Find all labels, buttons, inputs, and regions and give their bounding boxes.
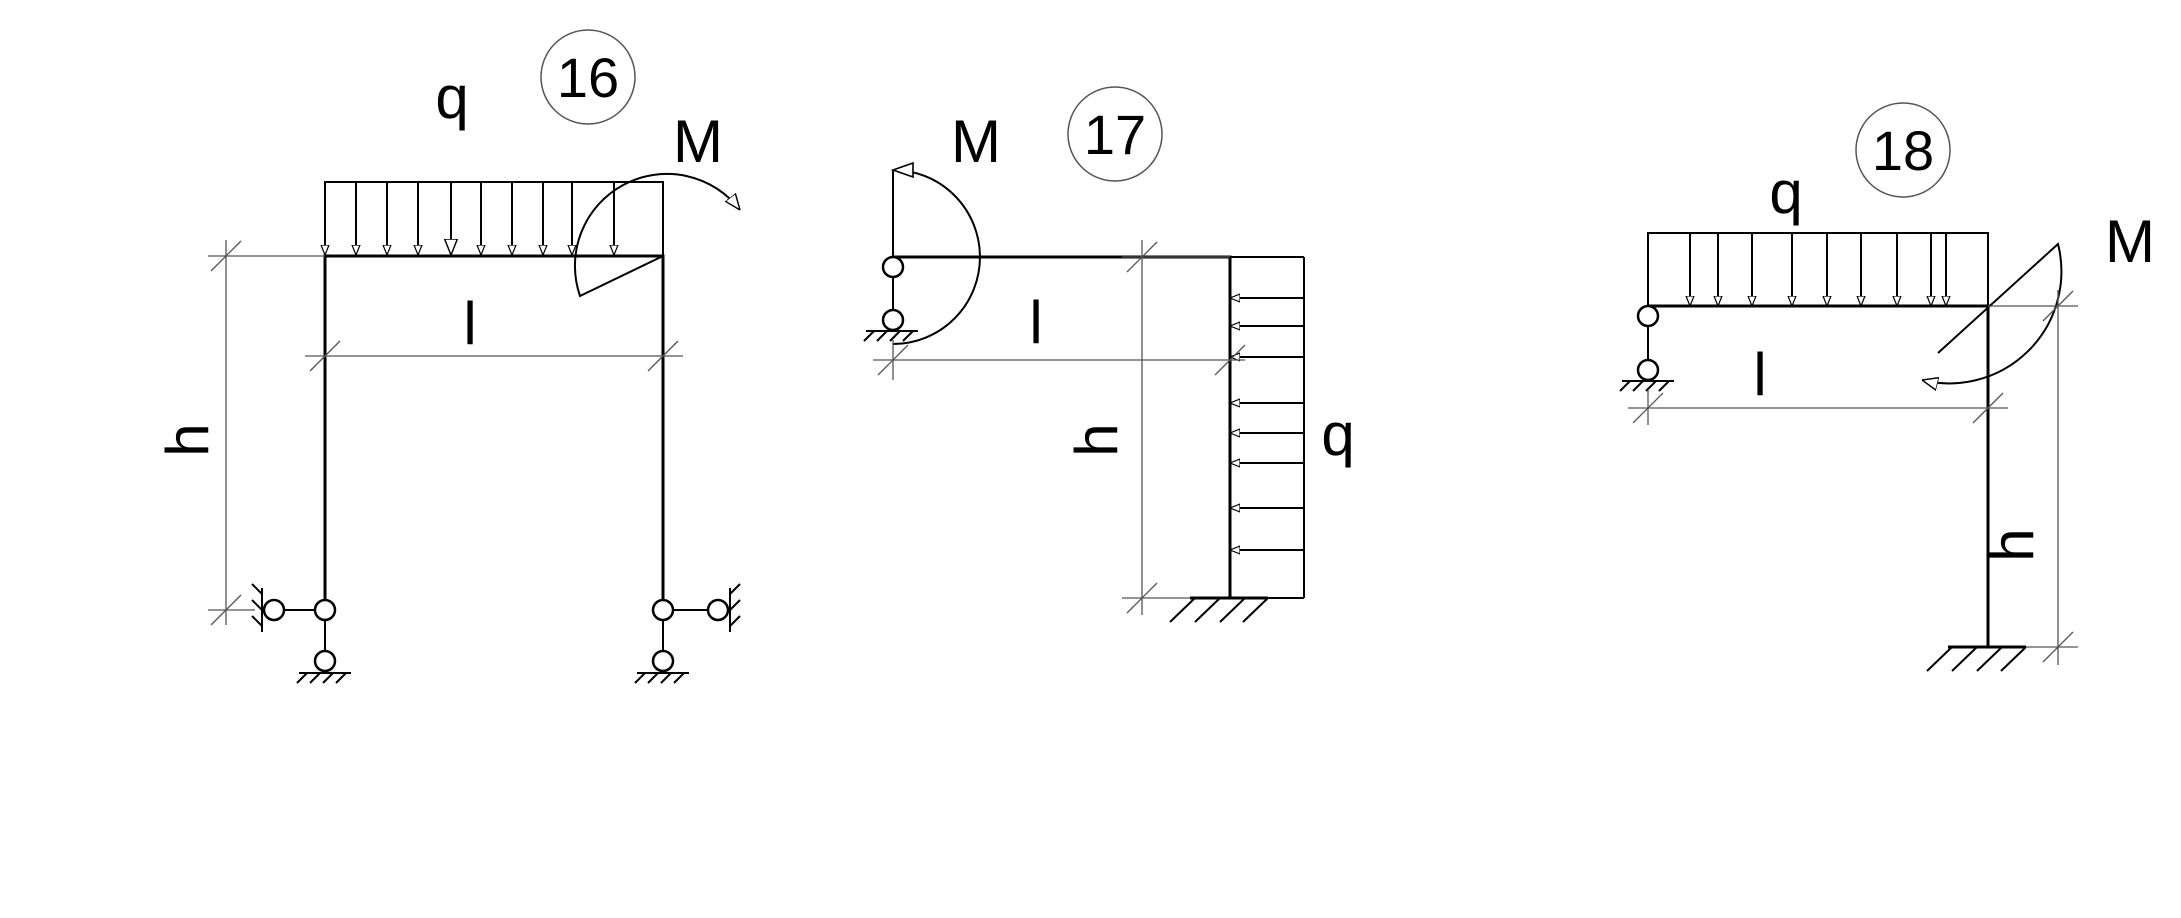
scheme-17-distributed-load xyxy=(1230,256,1305,599)
scheme-18-height-dimension xyxy=(1988,290,2078,665)
scheme-18-number-circle xyxy=(1855,102,1951,198)
scheme-18-left-support xyxy=(1619,304,1674,392)
scheme-18-moment xyxy=(1922,242,2063,383)
scheme-18-load-label: q xyxy=(1769,159,1802,226)
scheme-16-distributed-load xyxy=(325,181,664,255)
scheme-18-fixed-support xyxy=(1926,645,2027,672)
scheme-16-left-support xyxy=(251,583,351,684)
scheme-18-height-label: h xyxy=(1979,528,2046,561)
scheme-16-load-label: q xyxy=(435,64,468,131)
scheme-17-moment xyxy=(890,161,981,345)
scheme-16-height-dimension xyxy=(208,240,325,626)
scheme-17-span-label: l xyxy=(1029,289,1042,356)
scheme-17-height-dimension xyxy=(1122,240,1230,615)
scheme-16-span-dimension xyxy=(305,340,683,372)
scheme-18-span-dimension xyxy=(1628,390,2008,425)
scheme-17-moment-label: M xyxy=(951,108,1001,175)
scheme-18-distributed-load xyxy=(1647,232,1989,306)
scheme-17-height-label: h xyxy=(1063,423,1130,456)
scheme-17-load-label: q xyxy=(1321,401,1354,468)
scheme-18-frame xyxy=(1648,304,1990,647)
scheme-17-frame xyxy=(893,255,1232,598)
scheme-16-frame xyxy=(323,254,665,610)
scheme-18: 18 q M xyxy=(1619,102,2155,672)
scheme-18-number: 18 xyxy=(1872,119,1934,182)
scheme-18-moment-label: M xyxy=(2105,208,2155,275)
scheme-16-moment-label: M xyxy=(673,108,723,175)
scheme-16-number: 16 xyxy=(557,46,619,109)
scheme-17-fixed-support xyxy=(1169,596,1269,623)
scheme-16: 16 q M l xyxy=(154,29,741,684)
scheme-17-number-circle xyxy=(1067,86,1163,182)
scheme-17: 17 M xyxy=(863,86,1355,623)
scheme-18-span-label: l xyxy=(1753,341,1766,408)
scheme-17-number: 17 xyxy=(1084,103,1146,166)
scheme-16-moment xyxy=(573,172,740,298)
scheme-17-span-dimension xyxy=(873,340,1246,380)
scheme-16-right-support xyxy=(634,583,741,684)
scheme-16-height-label: h xyxy=(154,423,221,456)
scheme-16-number-circle xyxy=(540,29,636,125)
scheme-17-left-support xyxy=(863,255,918,342)
scheme-16-span-label: l xyxy=(463,290,476,357)
